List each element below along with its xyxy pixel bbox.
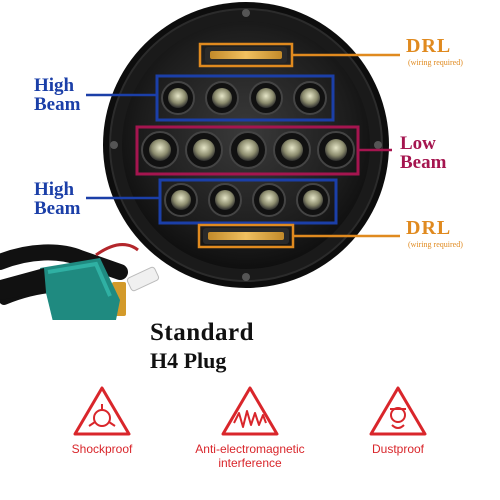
drl-note-bottom: (wiring required) bbox=[408, 240, 463, 249]
feature-label: Dustproof bbox=[371, 442, 425, 456]
drl-label-bottom: DRL bbox=[406, 217, 452, 239]
feature-dustproof: Dustproof bbox=[323, 385, 473, 457]
high-beam-box-top bbox=[155, 74, 335, 122]
plug-title-line2: H4 Plug bbox=[150, 348, 227, 373]
feature-label: Shockproof bbox=[71, 442, 133, 456]
plug-title: Standard H4 Plug bbox=[150, 318, 254, 374]
high-beam-label-bottom: High Beam bbox=[34, 179, 81, 219]
drl-strip-top bbox=[205, 47, 287, 63]
drl-label-top: DRL bbox=[406, 35, 452, 57]
headlight-scene bbox=[0, 2, 400, 320]
drl-strip-bottom bbox=[203, 228, 289, 244]
low-beam-label: Low Beam bbox=[400, 133, 447, 173]
drl-note-top: (wiring required) bbox=[408, 58, 463, 67]
high-beam-label-top: High Beam bbox=[34, 75, 81, 115]
high-beam-box-bottom bbox=[158, 178, 338, 225]
dustproof-icon bbox=[369, 386, 427, 436]
plug-title-line1: Standard bbox=[150, 319, 255, 346]
shockproof-icon bbox=[73, 386, 131, 436]
high-beam-leds-bottom bbox=[164, 183, 330, 217]
high-beam-leds-top bbox=[161, 81, 327, 115]
feature-anti-emi: Anti-electromagnetic interference bbox=[175, 385, 325, 471]
anti-emi-icon bbox=[221, 386, 279, 436]
low-beam-leds bbox=[141, 131, 355, 169]
feature-shockproof: Shockproof bbox=[27, 385, 177, 457]
feature-label: Anti-electromagnetic interference bbox=[195, 442, 305, 470]
h4-plug bbox=[0, 258, 126, 320]
